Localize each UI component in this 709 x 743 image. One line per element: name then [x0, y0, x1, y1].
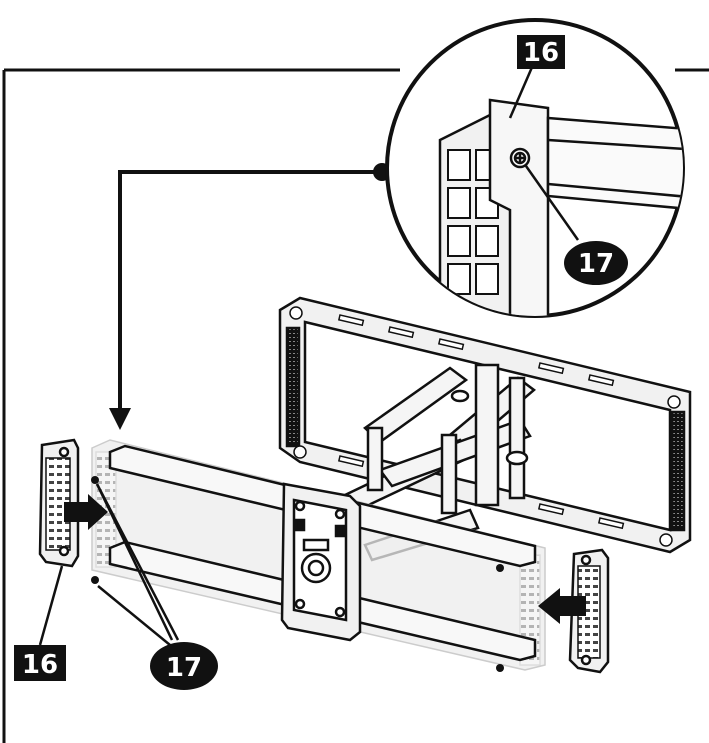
page-frame: [2, 68, 709, 743]
screw-icon: [91, 476, 504, 672]
label-17-zoom-text: 17: [578, 249, 614, 279]
label-17-zoom: 17: [564, 241, 628, 285]
label-16-zoom: 16: [508, 35, 565, 119]
push-arrow-icon: [538, 588, 586, 624]
label-16-bottom-text: 16: [22, 650, 58, 680]
label-16-bottom: 16: [14, 565, 66, 681]
bracket-16-right: [568, 548, 610, 674]
label-17-bottom-text: 17: [166, 653, 202, 683]
label-17-bottom: 17: [150, 642, 218, 690]
screw-leader-lines: [95, 483, 180, 646]
label-16-zoom-text: 16: [523, 38, 559, 68]
detail-zoom: [385, 18, 685, 318]
center-bracket: [280, 482, 362, 642]
push-arrow-icon: [64, 494, 108, 530]
